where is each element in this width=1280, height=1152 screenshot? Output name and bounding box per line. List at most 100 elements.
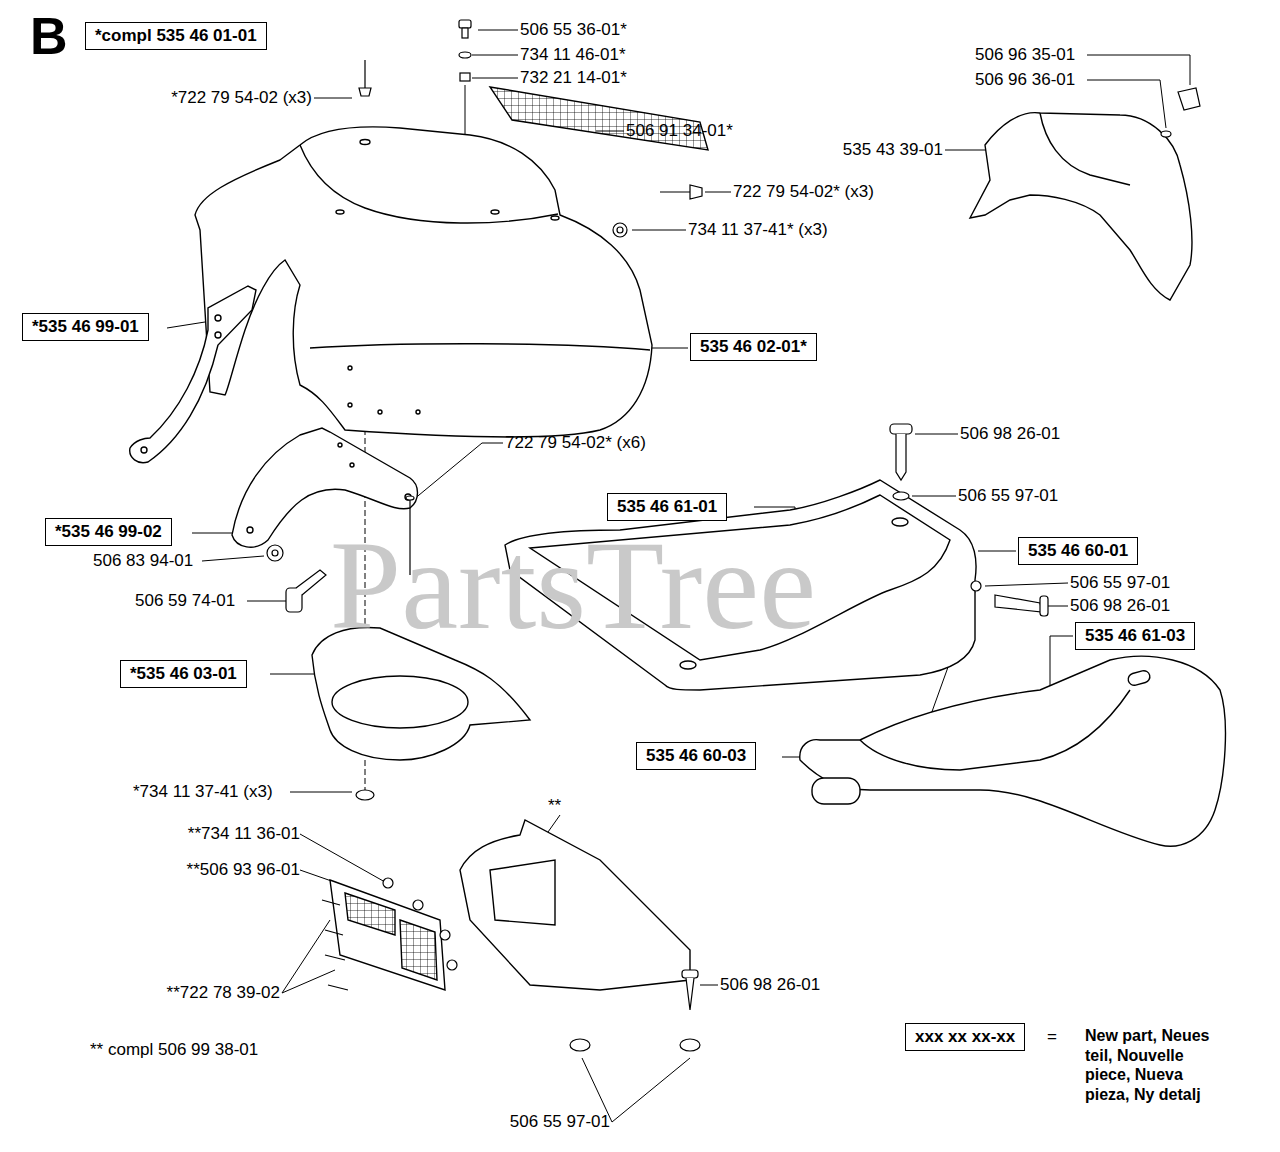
part-number: 506 98 26-01	[960, 424, 1060, 444]
part-number: 506 55 36-01*	[520, 20, 627, 40]
leader-lines	[632, 230, 686, 231]
fasteners	[896, 434, 906, 480]
part-number: *535 46 99-01	[32, 317, 139, 337]
part-outlines	[416, 410, 420, 414]
fasteners	[686, 978, 694, 1010]
fasteners	[1178, 88, 1200, 110]
fasteners	[359, 60, 371, 96]
part-outlines	[130, 87, 1226, 990]
part-outlines	[330, 880, 445, 990]
diagram-letter: B	[30, 8, 68, 64]
fasteners	[267, 545, 283, 561]
part-number: 506 91 34-01*	[626, 121, 733, 141]
leader-lines	[548, 815, 560, 832]
part-number-box: *535 46 99-02	[45, 518, 172, 546]
part-outlines	[215, 315, 221, 321]
fasteners	[680, 1039, 700, 1051]
leader-lines	[705, 192, 731, 193]
fasteners	[413, 900, 423, 910]
part-number-box: *535 46 03-01	[120, 660, 247, 688]
part-outlines	[247, 527, 253, 533]
part-number-box: 535 46 61-01	[607, 493, 727, 521]
part-outlines	[892, 518, 908, 526]
leader-lines	[314, 98, 352, 99]
part-number: **506 93 96-01	[187, 860, 300, 880]
part-number: *compl 535 46 01-01	[95, 26, 257, 46]
part-outlines	[860, 690, 1130, 770]
part-number: 535 46 60-03	[646, 746, 746, 766]
part-outlines	[490, 87, 708, 150]
leader-lines	[700, 985, 718, 986]
leader-lines	[192, 533, 236, 534]
part-number: 506 96 35-01	[975, 45, 1075, 65]
fasteners	[272, 550, 278, 556]
part-number: 535 46 02-01*	[700, 337, 807, 357]
fasteners	[613, 223, 627, 237]
part-outlines	[141, 447, 147, 453]
part-outlines	[812, 778, 860, 804]
fasteners	[660, 185, 702, 199]
fasteners	[995, 595, 1042, 612]
legend-entry: New part, Neues teil, Nouvelle piece, Nu…	[1085, 1026, 1213, 1104]
fasteners	[1040, 596, 1048, 616]
part-number: *535 46 03-01	[130, 664, 237, 684]
part-number: 722 79 54-02* (x3)	[733, 182, 874, 202]
part-outlines	[360, 140, 370, 145]
fasteners	[971, 581, 981, 591]
fasteners	[356, 790, 374, 800]
part-number: 506 55 97-01	[510, 1112, 610, 1132]
part-number: 734 11 37-41* (x3)	[688, 220, 828, 240]
leader-lines	[652, 348, 688, 349]
part-number: 506 98 26-01	[720, 975, 820, 995]
part-number: **	[548, 796, 561, 816]
leader-lines	[782, 757, 802, 758]
leader-lines	[472, 30, 518, 78]
part-number: 535 46 61-01	[617, 497, 717, 517]
part-outlines	[378, 410, 382, 414]
part-number: ** compl 506 99 38-01	[90, 1040, 258, 1060]
part-outlines	[348, 366, 352, 370]
fasteners	[267, 20, 1200, 1051]
part-number: 722 79 54-02* (x6)	[505, 433, 646, 453]
part-number: 506 96 36-01	[975, 70, 1075, 90]
fasteners	[459, 20, 471, 28]
part-outlines	[1127, 669, 1151, 686]
leader-lines	[912, 434, 958, 496]
fasteners	[893, 492, 909, 500]
part-number: xxx xx xx-xx	[915, 1027, 1015, 1047]
part-number: 506 98 26-01	[1070, 596, 1170, 616]
fasteners	[383, 878, 393, 888]
fasteners	[460, 73, 470, 81]
fasteners	[570, 1039, 590, 1051]
part-outlines	[1040, 113, 1130, 185]
fasteners	[462, 28, 468, 38]
part-number-box: 535 46 60-03	[636, 742, 756, 770]
part-number-box: 535 46 02-01*	[690, 333, 817, 361]
part-outlines	[336, 210, 344, 214]
part-number: 535 46 61-03	[1085, 626, 1185, 646]
fasteners	[682, 970, 698, 978]
fasteners	[322, 900, 348, 990]
part-outlines	[490, 860, 555, 925]
part-outlines	[970, 113, 1192, 300]
part-number-box: *535 46 99-01	[22, 313, 149, 341]
leader-lines	[167, 322, 205, 328]
leader-lines	[270, 674, 318, 675]
fasteners	[296, 570, 326, 595]
part-number: **734 11 36-01	[188, 824, 300, 844]
part-outlines	[800, 656, 1226, 846]
fasteners	[459, 52, 471, 58]
legend-sample-box: xxx xx xx-xx	[905, 1023, 1025, 1051]
part-number: 506 55 97-01	[1070, 573, 1170, 593]
part-number: 535 46 60-01	[1028, 541, 1128, 561]
part-outlines	[332, 676, 468, 728]
part-number: *535 46 99-02	[55, 522, 162, 542]
part-number-box: 535 46 60-01	[1018, 537, 1138, 565]
part-outlines	[460, 820, 690, 990]
watermark: PartsTree	[330, 520, 816, 650]
fasteners	[447, 960, 457, 970]
fasteners	[406, 496, 414, 500]
part-number: 732 21 14-01*	[520, 68, 627, 88]
part-outlines	[350, 463, 354, 467]
